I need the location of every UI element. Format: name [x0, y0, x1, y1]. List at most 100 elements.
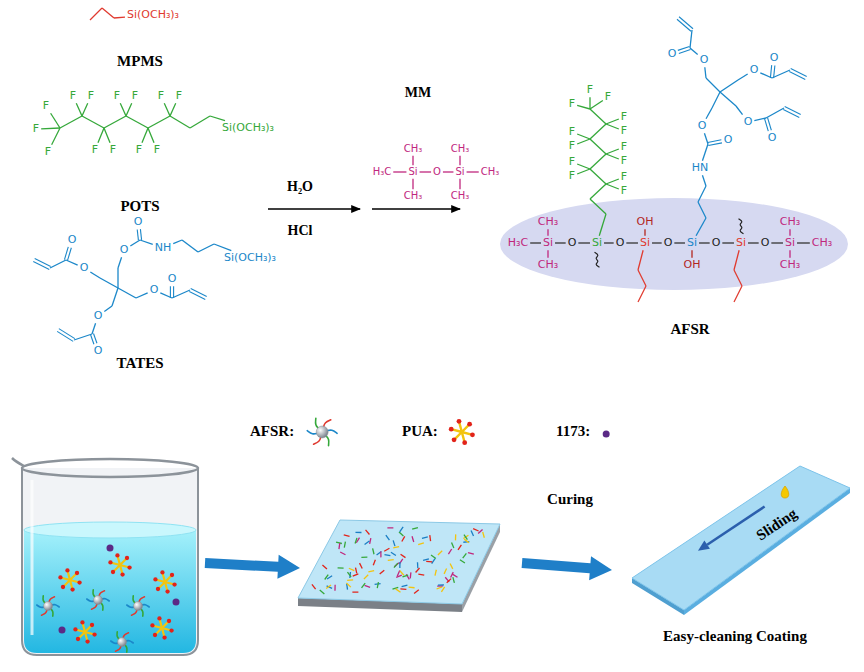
- atom-label: H₃C: [508, 237, 528, 249]
- atom-label: F: [154, 144, 160, 156]
- chemical-bond: [76, 103, 82, 116]
- pua-end: [160, 570, 164, 574]
- afsr-arm: [132, 610, 137, 616]
- text-holder: F: [110, 144, 116, 156]
- photoinitiator-dot: [173, 599, 180, 606]
- text-holder: CH₃: [404, 144, 423, 155]
- text-holder: O: [94, 345, 103, 357]
- afsr-arm: [323, 420, 330, 427]
- chemical-bond: [577, 169, 590, 174]
- double-bond: [783, 109, 799, 117]
- pua-end: [449, 427, 454, 432]
- film-molecule: [418, 543, 424, 545]
- pua-end: [156, 587, 160, 591]
- text-holder: H₃C: [508, 237, 528, 249]
- double-bond: [678, 46, 690, 50]
- pua-end: [65, 568, 69, 572]
- chemical-bond: [459, 156, 460, 166]
- atom-label: CH₃: [481, 167, 500, 178]
- chemical-bond: [170, 103, 176, 116]
- caption-label: Easy-cleaning Coating: [663, 629, 807, 645]
- film-molecule: [349, 568, 354, 570]
- film-molecule: [402, 536, 405, 541]
- chemical-bond: [577, 139, 590, 144]
- atom-label: O: [770, 52, 779, 64]
- film-molecule: [364, 575, 368, 579]
- text-holder: Si: [592, 237, 602, 249]
- film-molecule: [452, 542, 454, 548]
- chemical-bond: [771, 242, 783, 243]
- atom-label: O: [712, 237, 721, 249]
- chemical-bond: [738, 74, 748, 80]
- film-molecule: [400, 588, 406, 590]
- text-holder: F: [621, 141, 627, 153]
- chemical-bond: [126, 103, 132, 116]
- film-molecule: [377, 582, 378, 588]
- afsr-arm: [141, 609, 143, 617]
- film-molecule: [417, 562, 419, 568]
- film-molecule: [361, 557, 367, 558]
- film-molecule: [360, 563, 363, 568]
- text-holder: 1173:: [556, 424, 590, 440]
- reaction-arrow: [268, 208, 360, 209]
- double-bond: [173, 286, 174, 298]
- pua-core: [160, 626, 164, 630]
- chemical-bond: [590, 199, 606, 214]
- photoinitiator-dot: [603, 431, 610, 438]
- chemical-bond: [638, 250, 643, 270]
- atom-label: CH₃: [538, 259, 558, 271]
- chemical-bond: [412, 156, 413, 166]
- atom-label: F: [569, 126, 575, 138]
- chemical-bond: [117, 268, 118, 288]
- double-bond: [35, 259, 51, 267]
- atom-label: O: [768, 132, 777, 144]
- film-molecule: [450, 564, 453, 569]
- text-holder: O: [700, 54, 709, 66]
- chemical-bond: [92, 323, 96, 334]
- chemical-bond: [420, 171, 431, 172]
- pua-end: [165, 589, 169, 593]
- reagent-label: H₂O: [287, 180, 313, 195]
- legend-label: 1173:: [556, 424, 590, 440]
- film-molecule: [399, 562, 400, 568]
- double-bond: [57, 331, 73, 341]
- pua-end: [150, 623, 154, 627]
- text-holder: Si: [687, 237, 697, 249]
- chemical-bond: [172, 290, 190, 298]
- chemical-bond: [797, 242, 810, 243]
- text-holder: CH₃: [451, 144, 470, 155]
- film-molecule: [353, 574, 359, 576]
- film-molecule: [338, 567, 344, 569]
- atom-label: F: [621, 111, 627, 123]
- chemical-bond: [60, 116, 82, 128]
- chemical-bond: [590, 169, 606, 184]
- film-molecule: [380, 551, 381, 557]
- film-molecule: [384, 548, 389, 551]
- film-molecule: [447, 579, 451, 583]
- text-holder: CH₃: [780, 259, 800, 271]
- text-holder: O: [616, 237, 625, 249]
- pua-end: [153, 577, 157, 581]
- chemical-bond: [590, 100, 603, 109]
- chemical-bond: [443, 171, 453, 172]
- afsr-arm: [307, 431, 317, 434]
- chemical-bond: [760, 73, 772, 78]
- pua-end: [115, 553, 119, 557]
- text-holder: F: [569, 156, 575, 168]
- text-holder: CH₃: [538, 259, 558, 271]
- double-bond: [708, 143, 722, 146]
- pua-core: [83, 630, 87, 634]
- pua-end: [111, 570, 115, 574]
- chemical-bond: [734, 250, 739, 270]
- film-molecule: [322, 565, 326, 569]
- afsr-symbol: [307, 418, 337, 445]
- compound-name: AFSR: [670, 322, 709, 338]
- film-molecule: [396, 589, 401, 592]
- afsr-arm: [111, 641, 119, 643]
- atom-label: O: [616, 237, 625, 249]
- film-molecule: [437, 585, 443, 586]
- double-bond: [191, 289, 207, 297]
- chemical-bond: [674, 242, 685, 243]
- afsr-arm: [123, 633, 128, 639]
- wavy-bond: [595, 252, 600, 267]
